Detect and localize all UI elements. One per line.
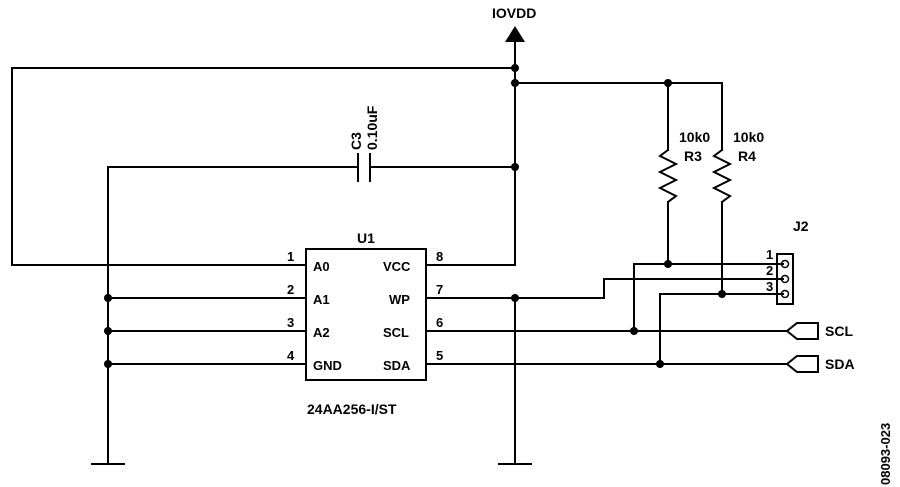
r3-ref-label: R3 [684,148,702,164]
left-ground-bus [107,166,307,463]
pin-name-sda: SDA [383,358,411,373]
junction-dot [630,327,638,335]
ic-ref-label: U1 [357,230,375,246]
pin-name-a2: A2 [313,325,330,340]
wp-net-wires [425,278,784,463]
junction-dot [511,294,519,302]
ic-u1-body [305,248,427,381]
capacitor-c3 [107,153,516,182]
sda-port-symbol [785,355,819,373]
pin-name-scl: SCL [383,325,409,340]
pin-number-4: 4 [287,348,295,363]
sda-net-wires [425,293,788,365]
junction-dot [104,360,112,368]
scl-net-wires [425,263,788,332]
pin-number-2: 2 [287,282,294,297]
iovdd-power-symbol [505,26,525,69]
junction-dot [511,79,519,87]
junction-dot [656,360,664,368]
scl-port-label: SCL [825,323,853,339]
pin-name-vcc: VCC [383,259,411,274]
junction-dot [664,260,672,268]
r4-value-label: 10k0 [733,129,764,145]
pin-name-a1: A1 [313,292,330,307]
figure-id-label: 08093-023 [878,423,893,485]
j2-pin-2-label: 2 [766,263,773,278]
r3-value-label: 10k0 [679,129,710,145]
pin-number-8: 8 [436,249,443,264]
pin-name-a0: A0 [313,259,330,274]
pin-number-6: 6 [436,315,443,330]
pin-number-7: 7 [436,282,443,297]
ic-part-label: 24AA256-I/ST [307,401,397,417]
junction-dot [511,163,519,171]
junction-dot [718,290,726,298]
junction-dot [511,64,519,72]
pin-number-1: 1 [287,249,294,264]
iovdd-label: IOVDD [492,5,536,21]
scl-port-symbol [785,322,819,340]
pin-number-3: 3 [287,315,294,330]
j2-pin-3-label: 3 [766,279,773,294]
r4-ref-label: R4 [738,148,756,164]
j2-ref-label: J2 [793,218,809,234]
resistor-r4 [711,82,733,295]
pin-name-gnd: GND [313,358,342,373]
pin-number-5: 5 [436,348,443,363]
junction-dot [104,294,112,302]
resistor-r3 [657,82,679,265]
c3-ref-label: C3 [348,132,364,150]
junction-dot [104,327,112,335]
c3-value-label: 0.10uF [364,105,380,150]
j2-pin-1-label: 1 [766,247,773,262]
sda-port-label: SDA [825,356,855,372]
connector-j2 [776,253,794,305]
pin-name-wp: WP [389,292,410,307]
